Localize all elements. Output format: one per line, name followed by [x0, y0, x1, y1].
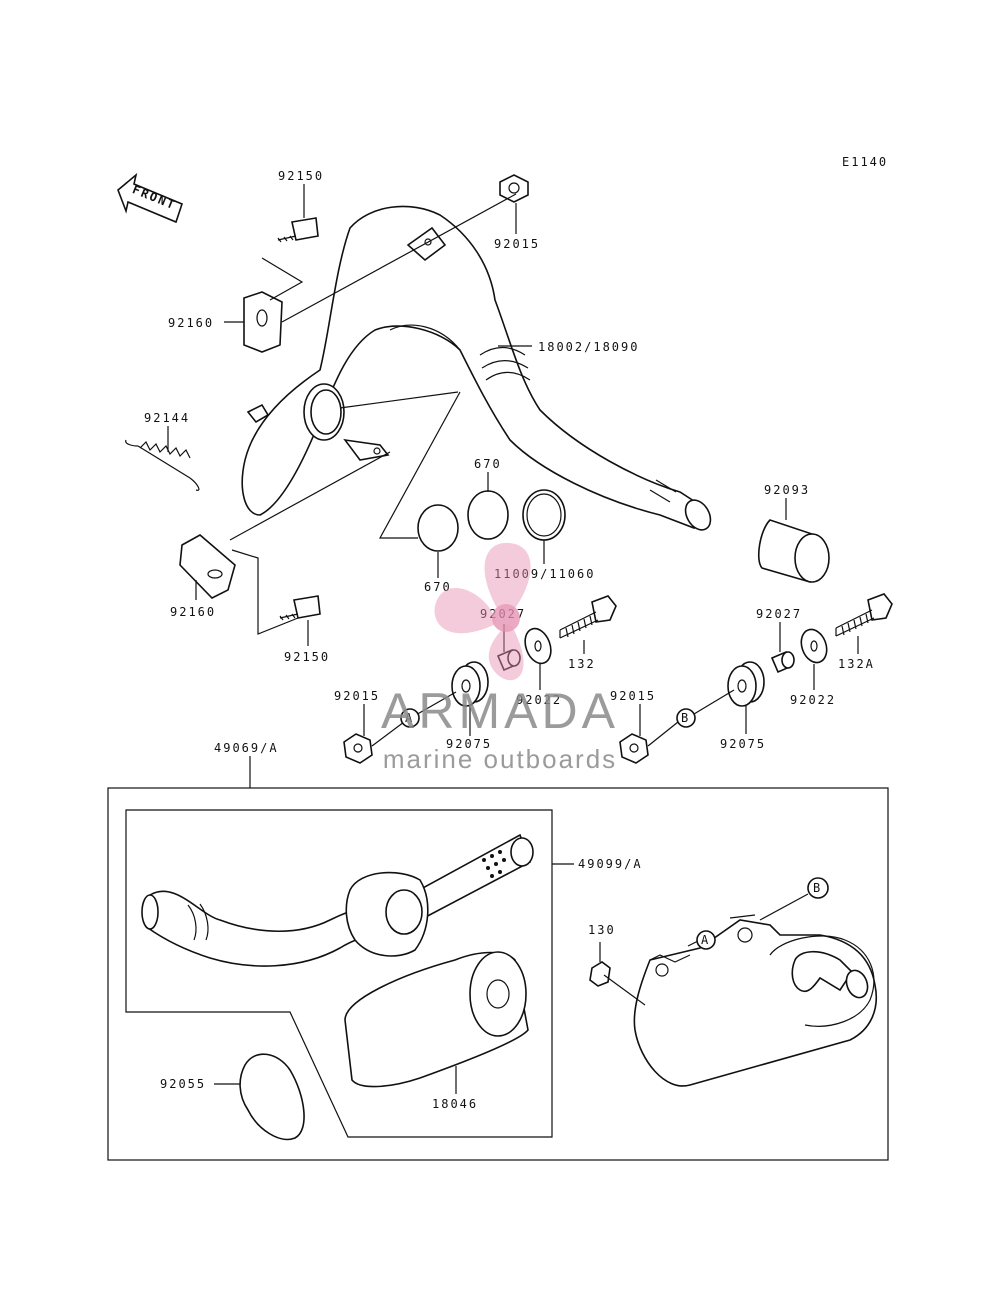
ref-marker-a-upper: A: [400, 708, 420, 728]
washer-92022-left: [524, 627, 552, 665]
bolt-132A: [835, 593, 893, 637]
diagram-code: E1140: [842, 155, 888, 169]
nut-92015-top: [499, 174, 529, 203]
propeller-logo-icon: [434, 542, 531, 681]
label-670-top: 670: [474, 457, 502, 471]
nut-92015-right: [619, 733, 649, 764]
bolt-132: [559, 595, 617, 639]
watermark-tagline: marine outboards: [383, 744, 617, 774]
label-92015-left: 92015: [334, 689, 380, 703]
sleeve-92093: [758, 519, 830, 584]
plate-92160-top: [243, 291, 283, 353]
washer-92022-right: [800, 628, 828, 664]
svg-text:B: B: [681, 711, 690, 725]
label-92075-left: 92075: [446, 737, 492, 751]
exhaust-pipe: [241, 205, 712, 531]
bolt-92150-top: [277, 217, 319, 243]
silencer-assembly-box: [107, 787, 889, 1161]
bolt-130: [589, 961, 646, 1006]
leader-lines-upper: [167, 184, 859, 747]
label-92022-right: 92022: [790, 693, 836, 707]
svg-text:B: B: [813, 881, 822, 895]
collar-92027-right: [770, 650, 795, 674]
label-92055: 92055: [160, 1077, 206, 1091]
grommet-92075-right: [727, 661, 765, 707]
ref-marker-b-lower: B: [807, 877, 829, 899]
label-49099: 49099/A: [578, 857, 643, 871]
label-92027-right: 92027: [756, 607, 802, 621]
ref-marker-b-upper: B: [676, 708, 696, 728]
inner-pipe-box: [125, 809, 553, 1138]
label-92160-bottom: 92160: [170, 605, 216, 619]
label-92093: 92093: [764, 483, 810, 497]
plate-92160-bottom: [179, 534, 236, 599]
gasket-670-upper: [467, 490, 509, 540]
label-92144: 92144: [144, 411, 190, 425]
label-18046: 18046: [432, 1097, 478, 1111]
gasket-670-lower: [417, 504, 459, 552]
label-92150-top: 92150: [278, 169, 324, 183]
label-11009: 11009/11060: [494, 567, 595, 581]
label-49069: 49069/A: [214, 741, 279, 755]
nut-92015-left: [343, 733, 373, 764]
packing-18046: [344, 951, 529, 1088]
label-92075-right: 92075: [720, 737, 766, 751]
inner-pipe-49099: [141, 833, 534, 967]
svg-text:A: A: [701, 933, 710, 947]
label-92150-bottom: 92150: [284, 650, 330, 664]
label-92022-left: 92022: [516, 693, 562, 707]
label-92160-top: 92160: [168, 316, 214, 330]
label-132A: 132A: [838, 657, 875, 671]
silencer-body: [633, 914, 877, 1087]
label-18002: 18002/18090: [538, 340, 639, 354]
collar-92027-left: [496, 648, 521, 672]
ref-marker-a-lower: A: [696, 930, 716, 950]
bolt-92150-bottom: [279, 595, 321, 621]
watermark-brand: ARMADA: [381, 683, 619, 739]
gasket-92055: [239, 1053, 305, 1141]
front-arrow-icon: FRONT: [117, 172, 183, 224]
label-92015-right: 92015: [610, 689, 656, 703]
label-130: 130: [588, 923, 616, 937]
grommet-92075-left: [451, 661, 489, 707]
watermark: ARMADA marine outboards: [381, 542, 619, 774]
svg-text:A: A: [405, 711, 414, 725]
label-92015-top: 92015: [494, 237, 540, 251]
spring-92144: [125, 439, 200, 491]
label-670-bottom: 670: [424, 580, 452, 594]
label-132: 132: [568, 657, 596, 671]
gasket-11009: [522, 489, 566, 541]
